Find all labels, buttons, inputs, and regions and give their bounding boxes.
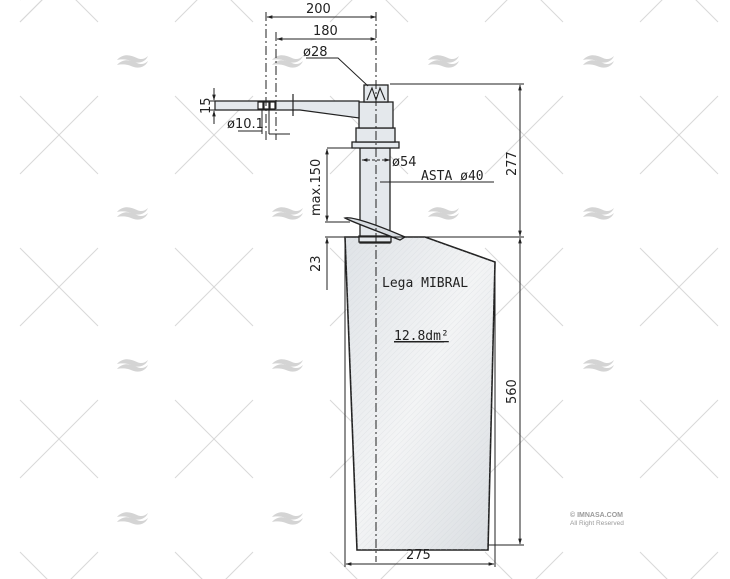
dim-head-diameter: ø28 <box>303 45 328 60</box>
dim-200: 200 <box>306 2 331 17</box>
dim-blade-height: 560 <box>505 379 520 404</box>
centerlines <box>265 12 377 562</box>
dim-upper-height: 277 <box>505 151 520 176</box>
copyright-line-2: All Right Reserved <box>570 520 624 527</box>
copyright-watermark: © IMNASA.COM All Right Reserved <box>570 512 624 528</box>
dimension-lines <box>210 15 524 567</box>
area-label: 12.8dm² <box>394 329 449 344</box>
dim-stock-max: max.150 <box>309 159 324 216</box>
dim-bearing-diameter: ø54 <box>392 155 417 170</box>
dim-blade-width: 275 <box>406 548 431 563</box>
rudder-blade <box>344 236 496 551</box>
copyright-line-1: © IMNASA.COM <box>570 512 623 519</box>
dim-arm-thickness: 15 <box>199 97 214 114</box>
material-label: Lega MIBRAL <box>382 276 468 291</box>
dim-180: 180 <box>313 24 338 39</box>
watermark-crosses <box>19 0 719 579</box>
dim-arm-hole: ø10.1 <box>227 117 264 132</box>
dim-collar-gap: 23 <box>309 255 324 272</box>
stock-label: ASTA ø40 <box>421 169 484 184</box>
tiller-arm <box>214 94 360 119</box>
